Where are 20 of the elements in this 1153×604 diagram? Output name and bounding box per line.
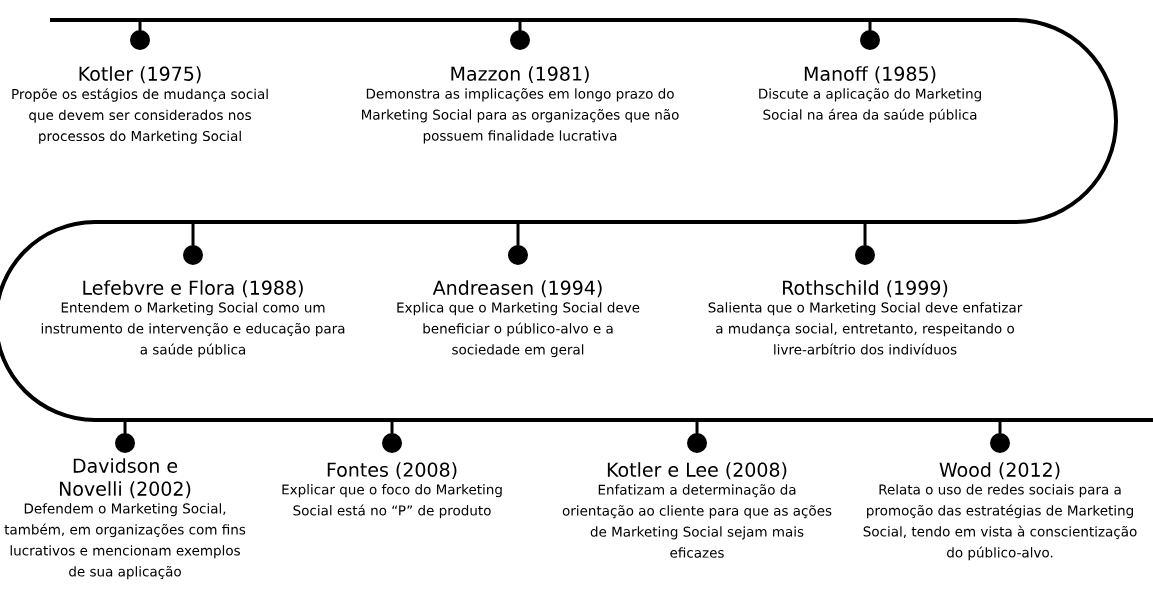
- event-title: Davidson e Novelli (2002): [59, 458, 191, 499]
- event-title: Kotler e Lee (2008): [607, 462, 787, 480]
- event-description: Discute a aplicação do Marketing Social na área da saúde pública: [759, 88, 981, 123]
- event-description: Relata o uso de redes sociais para a promoção das estratégias de Marketing Social, tendo em vista à conscientização do público-alvo.: [863, 484, 1137, 561]
- event-description: Propõe os estágios de mudança social que devem ser considerados nos processos do Marketing Social: [12, 88, 268, 144]
- event-title: Lefebvre e Flora (1988): [83, 280, 303, 298]
- event-title: Mazzon (1981): [451, 66, 589, 84]
- event-title: Rothschild (1999): [783, 280, 948, 298]
- event-description: Salienta que o Marketing Social deve enfatizar a mudança social, entretanto, respeitando o livre-arbítrio dos indivíduos: [708, 302, 1023, 355]
- event-title: Kotler (1975): [79, 66, 201, 84]
- event-title: Manoff (1985): [804, 66, 936, 84]
- event-description: Entendem o Marketing Social como um instrumento de intervenção e educação para a saúde pública: [41, 302, 345, 358]
- event-title: Fontes (2008): [327, 462, 457, 480]
- event-description: Enfatizam a determinação da orientação ao cliente para que as ações de Marketing Social sejam mais eficazes: [562, 484, 832, 558]
- event-description: Demonstra as implicações em longo prazo do Marketing Social para as organizações que não possuem finalidade lucrativa: [362, 88, 679, 144]
- event-description: Explica que o Marketing Social deve beneficiar o público-alvo e a sociedade em geral: [397, 302, 640, 358]
- event-description: Explicar que o foco do Marketing Social está no “P” de produto: [282, 484, 502, 519]
- event-title: Wood (2012): [939, 462, 1060, 480]
- event-title: Andreasen (1994): [432, 280, 602, 298]
- event-description: Defendem o Marketing Social, também, em organizações com fins lucrativos e mencionam exemplos de sua aplicação: [4, 503, 246, 580]
